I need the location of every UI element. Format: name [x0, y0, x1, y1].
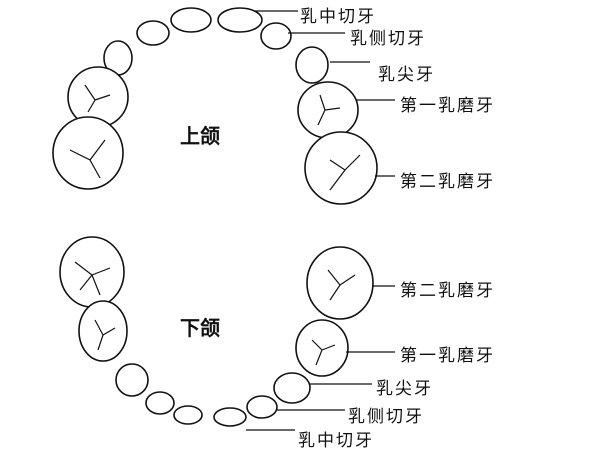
lower-canine-left — [115, 363, 149, 397]
label-lower-lateral-incisor: 乳侧切牙 — [348, 407, 424, 427]
label-upper-second-molar: 第二乳磨牙 — [400, 172, 495, 192]
lower-jaw-title: 下颌 — [180, 316, 220, 340]
lower-lateral-incisor-left — [145, 391, 175, 415]
lower-canine-right — [273, 372, 311, 404]
lower-jaw-teeth — [59, 236, 374, 427]
lower-central-incisor-left — [173, 405, 203, 425]
label-upper-lateral-incisor: 乳侧切牙 — [350, 29, 426, 49]
lower-lateral-incisor-right — [246, 395, 278, 419]
label-lower-first-molar: 第一乳磨牙 — [400, 346, 495, 366]
label-lower-central-incisor: 乳中切牙 — [298, 431, 374, 451]
label-lower-canine: 乳尖牙 — [376, 379, 433, 399]
label-upper-central-incisor: 乳中切牙 — [300, 7, 376, 27]
lower-central-incisor-right — [213, 407, 247, 427]
lower-first-molar-right — [295, 319, 349, 377]
lower-second-molar-right — [306, 246, 374, 320]
upper-second-molar-left — [52, 116, 124, 190]
label-upper-first-molar: 第一乳磨牙 — [400, 96, 495, 116]
lower-first-molar-left — [78, 300, 128, 362]
leader-lines — [246, 10, 395, 431]
upper-central-incisor-left — [170, 7, 212, 33]
upper-lateral-incisor-left — [136, 20, 170, 46]
upper-canine-right — [295, 46, 329, 84]
label-upper-canine: 乳尖牙 — [378, 65, 435, 85]
upper-lateral-incisor-right — [260, 22, 292, 50]
label-lower-second-molar: 第二乳磨牙 — [400, 281, 495, 301]
upper-central-incisor-right — [217, 7, 263, 33]
lower-second-molar-left — [59, 236, 125, 308]
upper-jaw-teeth — [52, 7, 378, 205]
upper-jaw-title: 上颌 — [180, 124, 220, 148]
